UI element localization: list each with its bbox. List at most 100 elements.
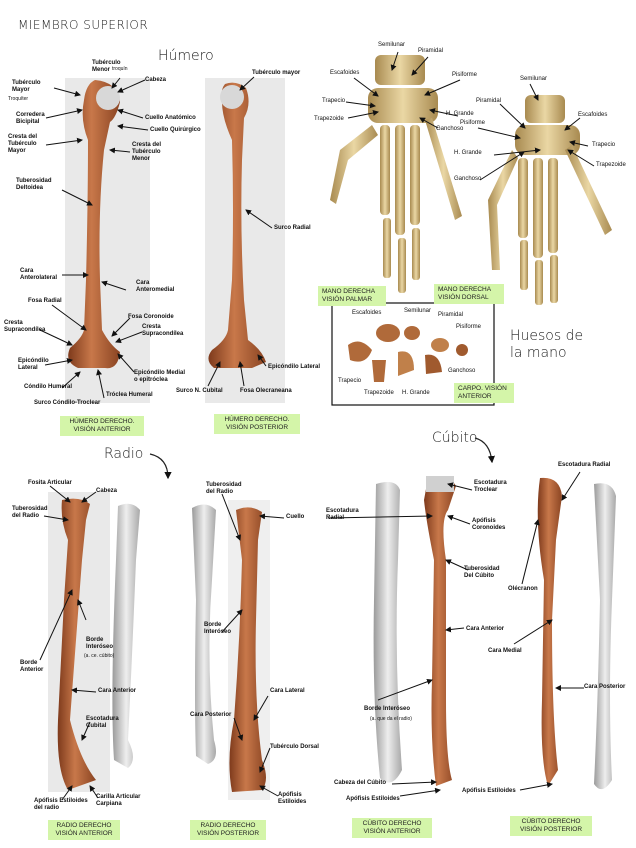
humerus-anterior bbox=[65, 78, 150, 403]
caption-line: ANTERIOR bbox=[458, 393, 510, 401]
caption-line: HÚMERO DERECHO. bbox=[64, 418, 140, 426]
label-cresta-supracondilea-a: Cresta Supracondílea bbox=[4, 320, 48, 334]
label-apofisis-estiloides-radio: Apófisis Estiloides del radio bbox=[34, 798, 90, 812]
label-trapecio-1: Trapecio bbox=[322, 98, 345, 105]
label-h-grande-2: H. Grande bbox=[454, 150, 482, 157]
label-epicondilo-lateral-p: Epicóndilo Lateral bbox=[268, 364, 320, 371]
label-semilunar-3: Semilunar bbox=[404, 308, 431, 315]
label-condilo-humeral: Cóndilo Humeral bbox=[24, 384, 72, 391]
caption-humero-anterior: HÚMERO DERECHO.VISIÓN ANTERIOR bbox=[60, 416, 144, 436]
label-ganchoso-2: Ganchoso bbox=[454, 176, 481, 183]
caption-line: MANO DERECHA bbox=[322, 288, 382, 296]
label-semilunar-1: Semilunar bbox=[378, 42, 405, 49]
label-escafoides-2: Escafoides bbox=[578, 112, 607, 119]
caption-line: HÚMERO DERECHO. bbox=[218, 416, 296, 424]
label-cabeza-humero: Cabeza bbox=[145, 77, 166, 84]
label-cuello-anatomico: Cuello Anatómico bbox=[145, 115, 196, 122]
caption-line: VISIÓN PALMAR bbox=[322, 296, 382, 304]
label-cara-anterolateral: Cara Anterolateral bbox=[20, 268, 60, 282]
ulna-anterior-grey bbox=[374, 482, 402, 783]
label-cuello-radio: Cuello bbox=[286, 514, 304, 521]
label-tuberosidad-deltoidea: Tuberosidad Deltoidea bbox=[16, 178, 60, 192]
label-fosa-olecraneana: Fosa Olecraneana bbox=[240, 388, 292, 395]
label-borde-interoseo-c: Borde Interóseo bbox=[364, 706, 410, 713]
label-apofisis-estiloides-r2: Apófisis Estiloides bbox=[278, 792, 308, 806]
label-cabeza-cubito: Cabeza del Cúbito bbox=[334, 780, 386, 787]
label-semilunar-2: Semilunar bbox=[520, 76, 547, 83]
label-olecranon: Olécranon bbox=[508, 586, 538, 593]
label-escafoides-1: Escafoides bbox=[330, 70, 359, 77]
label-cresta-supracondilea-b: Cresta Supracondílea bbox=[142, 324, 190, 338]
label-pisiforme-2: Pisiforme bbox=[460, 120, 485, 127]
label-cresta-menor: Cresta del Tubérculo Menor bbox=[132, 142, 164, 163]
label-trapezoide-1: Trapezoide bbox=[314, 116, 344, 123]
label-apofisis-coronoides: Apófisis Coronoides bbox=[472, 518, 506, 532]
label-escafoides-3: Escafoides bbox=[352, 310, 381, 317]
caption-line: VISIÓN DORSAL bbox=[438, 294, 500, 302]
radius-posterior bbox=[228, 500, 270, 800]
label-tuberosidad-cubito: Tuberosidad Del Cúbito bbox=[464, 566, 504, 580]
label-trapecio-3: Trapecio bbox=[338, 378, 361, 385]
label-tuberosidad-radio-a: Tuberosidad del Radio bbox=[12, 506, 52, 520]
label-ganchoso-3: Ganchoso bbox=[448, 368, 475, 375]
label-tuberculo-mayor-a: Tubérculo Mayor bbox=[12, 80, 46, 94]
label-corredera-bicipital: Corredera Bicipital bbox=[16, 112, 46, 126]
caption-line: VISIÓN POSTERIOR bbox=[514, 826, 588, 834]
label-piramidal-3: Piramidal bbox=[438, 312, 463, 319]
section-mano: Huesos de la mano bbox=[510, 328, 583, 362]
label-pisiforme-3: Pisiforme bbox=[456, 324, 481, 331]
label-troquin: troquín bbox=[112, 66, 128, 73]
label-fosa-radial: Fosa Radial bbox=[28, 298, 62, 305]
label-apofisis-estiloides-c2: Apófisis Estiloides bbox=[462, 788, 516, 795]
label-cara-lateral: Cara Lateral bbox=[270, 688, 305, 695]
label-cara-posterior-radio: Cara Posterior bbox=[190, 712, 231, 719]
label-cabeza-radio: Cabeza bbox=[96, 488, 117, 495]
label-tuberculo-dorsal: Tubérculo Dorsal bbox=[270, 744, 319, 751]
caption-line: VISIÓN ANTERIOR bbox=[356, 828, 428, 836]
label-apofisis-estiloides-c: Apófisis Estiloides bbox=[346, 796, 400, 803]
label-cara-medial: Cara Medial bbox=[488, 648, 522, 655]
caption-line: RADIO DERECHO bbox=[52, 822, 116, 830]
caption-humero-posterior: HÚMERO DERECHO.VISIÓN POSTERIOR bbox=[214, 414, 300, 434]
label-escotadura-radial-a: Escotadura Radial bbox=[326, 508, 360, 522]
label-ganchoso-1: Ganchoso bbox=[436, 126, 463, 133]
label-borde-interoseo-a: Borde Interóseo bbox=[86, 637, 118, 651]
label-escotadura-cubital: Escotadura Cubital bbox=[86, 716, 120, 730]
label-escotadura-troclear: Escotadura Troclear bbox=[474, 480, 514, 494]
hand-palmar bbox=[330, 55, 462, 293]
section-mano-line2: la mano bbox=[510, 345, 583, 362]
caption-line: VISIÓN ANTERIOR bbox=[64, 426, 140, 434]
label-tuberculo-mayor-p: Tubérculo mayor bbox=[252, 70, 300, 77]
label-fosita-articular: Fosita Articular bbox=[28, 480, 72, 487]
label-piramidal-2: Piramidal bbox=[476, 98, 501, 105]
page-title: MIEMBRO SUPERIOR bbox=[18, 18, 148, 32]
label-h-grande-3: H. Grande bbox=[402, 390, 430, 397]
label-trapezoide-2: Trapezoide bbox=[596, 162, 626, 169]
label-epicondilo-medial: Epicóndilo Medial o epitróclea bbox=[134, 370, 190, 384]
label-borde-interoseo-p: Borde Interóseo bbox=[204, 622, 238, 636]
humerus-posterior bbox=[205, 78, 285, 403]
label-h-grande-1: H. Grande bbox=[446, 111, 474, 118]
label-surco-radial: Surco Radial bbox=[274, 225, 311, 232]
label-trapezoide-3: Trapezoide bbox=[364, 390, 394, 397]
label-cara-anteromedial: Cara Anteromedial bbox=[136, 280, 176, 294]
label-cresta-mayor: Cresta del Tubérculo Mayor bbox=[8, 134, 52, 155]
label-trapecio-2: Trapecio bbox=[592, 142, 615, 149]
caption-line: VISIÓN POSTERIOR bbox=[218, 424, 296, 432]
label-cuello-quirurgico: Cuello Quirúrgico bbox=[150, 127, 201, 134]
label-piramidal-1: Piramidal bbox=[418, 48, 443, 55]
caption-line: CÚBITO DERECHO bbox=[356, 820, 428, 828]
label-cara-posterior-cubito: Cara Posterior bbox=[584, 684, 625, 691]
ulna-anterior bbox=[424, 476, 456, 786]
caption-line: CÚBITO DERECHO bbox=[514, 818, 588, 826]
label-borde-anterior: Borde Anterior bbox=[20, 660, 50, 674]
section-humero: Húmero bbox=[158, 48, 214, 64]
label-surco-cubital: Surco N. Cubital bbox=[176, 388, 223, 395]
label-epicondilo-lateral-a: Epicóndilo Lateral bbox=[18, 358, 48, 372]
